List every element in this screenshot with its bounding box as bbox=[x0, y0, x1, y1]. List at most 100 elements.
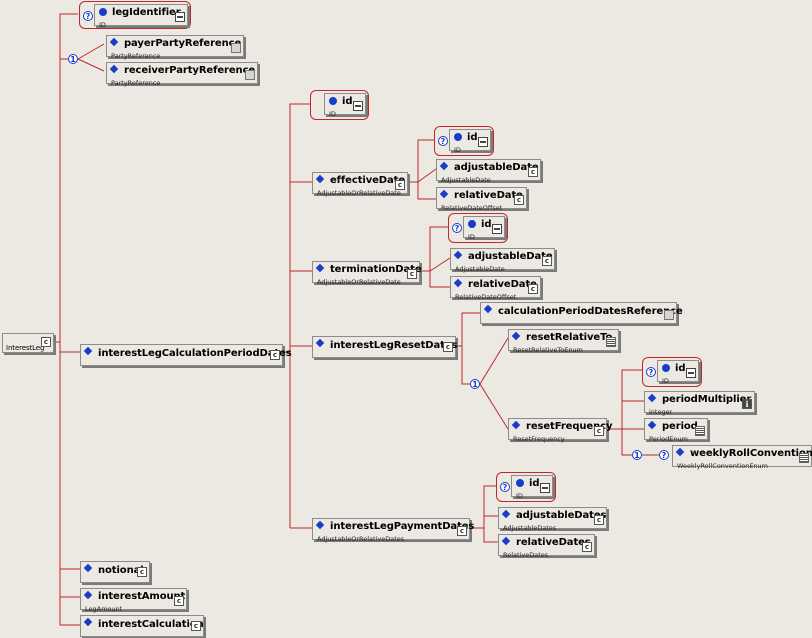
node-adjustabledate[interactable]: adjustableDate AdjustableDate c bbox=[450, 248, 555, 273]
node-interestamount[interactable]: interestAmount LegAmount c bbox=[80, 588, 187, 613]
collapse-icon[interactable] bbox=[175, 12, 185, 22]
node-periodmultiplier[interactable]: periodMultiplier integer i bbox=[644, 391, 755, 416]
node-name: interestLegResetDates bbox=[330, 340, 458, 351]
node-type: RelativeDateOffset bbox=[441, 204, 503, 212]
optional-icon: ? bbox=[452, 223, 462, 233]
node-resetrelativeto[interactable]: resetRelativeTo ResetRelativeToEnum bbox=[508, 329, 619, 354]
collapse-icon[interactable] bbox=[478, 137, 488, 147]
node-adjustabledate[interactable]: adjustableDate AdjustableDate c bbox=[436, 159, 541, 184]
node-name: id bbox=[467, 132, 478, 143]
root-node-interestleg[interactable]: InterestLeg c bbox=[2, 333, 54, 353]
node-legidentifier[interactable]: legIdentifier ID bbox=[94, 4, 188, 29]
element-icon bbox=[675, 447, 685, 457]
complex-type-icon: c bbox=[407, 269, 417, 279]
element-icon bbox=[83, 346, 93, 356]
attribute-icon bbox=[662, 364, 670, 372]
node-effectivedate[interactable]: effectiveDate AdjustableOrRelativeDate c bbox=[312, 172, 408, 197]
attribute-icon bbox=[516, 479, 524, 487]
info-icon: i bbox=[742, 399, 752, 409]
element-icon bbox=[453, 278, 463, 288]
complex-type-icon: c bbox=[542, 256, 552, 266]
element-icon bbox=[647, 420, 657, 430]
element-icon bbox=[647, 393, 657, 403]
node-resetfrequency[interactable]: resetFrequency ResetFrequency c bbox=[508, 418, 612, 443]
node-type: AdjustableDate bbox=[455, 265, 505, 273]
collapse-icon[interactable] bbox=[245, 70, 255, 80]
node-receiverpartyreference[interactable]: receiverPartyReference PartyReference bbox=[106, 62, 258, 87]
element-icon bbox=[109, 37, 119, 47]
node-name: calculationPeriodDatesReference bbox=[498, 306, 683, 317]
node-name: resetFrequency bbox=[526, 421, 613, 432]
node-type: ID bbox=[468, 233, 475, 241]
node-name: legIdentifier bbox=[112, 7, 181, 18]
node-name: receiverPartyReference bbox=[124, 65, 256, 76]
node-name: relativeDate bbox=[454, 190, 523, 201]
complex-type-icon: c bbox=[582, 542, 592, 552]
node-type: ResetFrequency bbox=[513, 435, 565, 443]
element-icon bbox=[483, 304, 493, 314]
node-interestlegcalculationperioddates[interactable]: interestLegCalculationPeriodDates c bbox=[80, 344, 292, 366]
node-id[interactable]: id ID bbox=[511, 475, 553, 500]
element-icon bbox=[109, 64, 119, 74]
optional-frame-id: ? bbox=[496, 472, 556, 502]
node-relativedate[interactable]: relativeDate RelativeDateOffset c bbox=[450, 276, 541, 301]
node-name: adjustableDate bbox=[454, 162, 539, 173]
node-type: ID bbox=[454, 146, 461, 154]
element-icon bbox=[315, 263, 325, 273]
element-icon bbox=[501, 509, 511, 519]
node-interestlegresetdates[interactable]: interestLegResetDates c bbox=[312, 336, 458, 358]
node-name: relativeDate bbox=[468, 279, 537, 290]
node-terminationdate[interactable]: terminationDate AdjustableOrRelativeDate… bbox=[312, 261, 422, 286]
node-id[interactable]: id ID bbox=[463, 216, 505, 241]
collapse-icon[interactable] bbox=[686, 368, 696, 378]
node-relativedate[interactable]: relativeDate RelativeDateOffset c bbox=[436, 187, 527, 212]
optional-frame-id: ? bbox=[434, 126, 494, 156]
node-id[interactable]: id ID bbox=[324, 93, 366, 118]
choice-icon: 1 bbox=[470, 379, 480, 389]
node-name: payerPartyReference bbox=[124, 38, 242, 49]
node-name: notional bbox=[98, 565, 144, 576]
node-type: PartyReference bbox=[111, 79, 161, 87]
collapse-icon[interactable] bbox=[353, 101, 363, 111]
node-type: ID bbox=[662, 377, 669, 385]
collapse-icon[interactable] bbox=[231, 43, 241, 53]
node-interestcalculation[interactable]: interestCalculation c bbox=[80, 615, 204, 637]
node-name: interestLegCalculationPeriodDates bbox=[98, 348, 292, 359]
node-type: ID bbox=[329, 110, 336, 118]
collapse-icon[interactable] bbox=[664, 310, 674, 320]
node-name: adjustableDate bbox=[468, 251, 553, 262]
node-relativedates[interactable]: relativeDates RelativeDates c bbox=[498, 534, 595, 559]
node-id[interactable]: id ID bbox=[449, 129, 491, 154]
optional-icon: ? bbox=[438, 136, 448, 146]
node-period[interactable]: period PeriodEnum bbox=[644, 418, 708, 443]
choice-icon: 1 bbox=[68, 54, 78, 64]
node-name: interestAmount bbox=[98, 591, 186, 602]
complex-type-icon: c bbox=[174, 596, 184, 606]
node-name: period bbox=[662, 421, 698, 432]
attribute-icon bbox=[329, 97, 337, 105]
node-interestlegpaymentdates[interactable]: interestLegPaymentDates AdjustableOrRela… bbox=[312, 518, 474, 543]
collapse-icon[interactable] bbox=[540, 483, 550, 493]
node-notional[interactable]: notional c bbox=[80, 561, 150, 583]
element-icon bbox=[511, 331, 521, 341]
node-weeklyrollconvention[interactable]: weeklyRollConvention WeeklyRollConventio… bbox=[672, 445, 812, 470]
optional-frame-id bbox=[310, 90, 369, 120]
optional-icon: ? bbox=[659, 450, 669, 460]
complex-type-icon: c bbox=[594, 426, 604, 436]
element-icon bbox=[83, 590, 93, 600]
collapse-icon[interactable] bbox=[492, 224, 502, 234]
node-name: periodMultiplier bbox=[662, 394, 752, 405]
node-payerpartyreference[interactable]: payerPartyReference PartyReference bbox=[106, 35, 244, 60]
complex-type-icon: c bbox=[528, 167, 538, 177]
node-type: RelativeDateOffset bbox=[455, 293, 517, 301]
attribute-icon bbox=[99, 8, 107, 16]
node-adjustabledates[interactable]: adjustableDates AdjustableDates c bbox=[498, 507, 607, 532]
node-calculationperioddatesreference[interactable]: calculationPeriodDatesReference bbox=[480, 302, 683, 324]
node-id[interactable]: id ID bbox=[657, 360, 699, 385]
node-type: AdjustableDates bbox=[503, 524, 557, 532]
node-type: WeeklyRollConventionEnum bbox=[677, 462, 769, 470]
complex-type-icon: c bbox=[514, 195, 524, 205]
optional-icon: ? bbox=[500, 482, 510, 492]
node-type: PeriodEnum bbox=[649, 435, 688, 443]
